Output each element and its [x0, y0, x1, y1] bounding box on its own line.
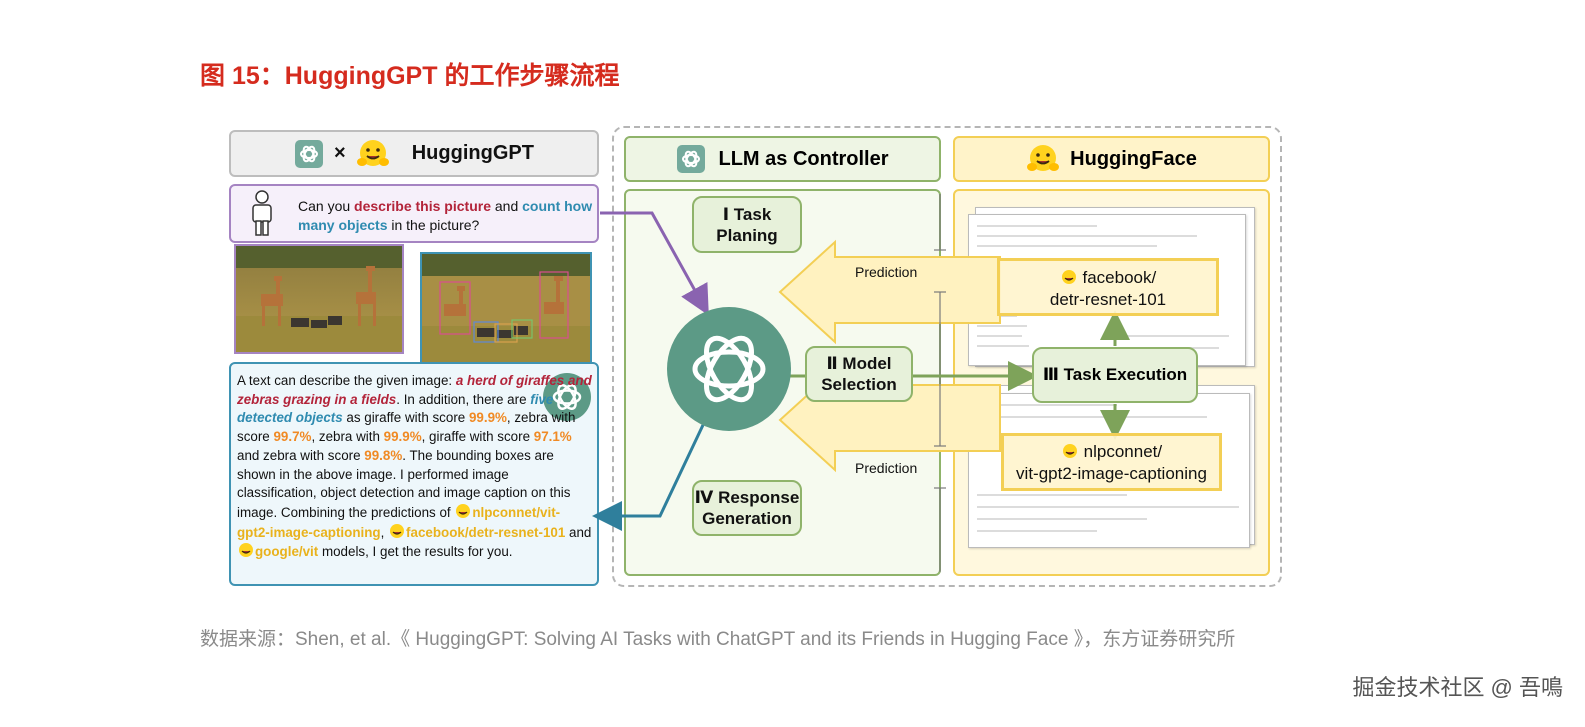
hugging-face-emoji-icon	[1061, 443, 1079, 459]
step-model-selection: Ⅱ Model Selection	[805, 346, 913, 402]
step-response-generation: Ⅳ Response Generation	[692, 480, 802, 536]
model-card-vit-gpt2: nlpconnet/ vit-gpt2-image-captioning	[1001, 433, 1222, 491]
hugging-face-emoji-icon	[1060, 269, 1078, 285]
prediction-label-top: Prediction	[855, 264, 917, 280]
step-task-planning: Ⅰ Task Planing	[692, 196, 802, 253]
prediction-arrow-top	[780, 242, 1000, 342]
prediction-label-bottom: Prediction	[855, 460, 917, 476]
watermark: 掘金技术社区 @ 吾鳴	[1352, 670, 1563, 702]
query-arrow	[600, 213, 703, 305]
model-card-detr: facebook/ detr-resnet-101	[997, 258, 1219, 316]
response-arrow	[604, 425, 703, 516]
source-note: 数据来源：Shen, et al.《 HuggingGPT: Solving A…	[200, 624, 1310, 656]
step-task-execution: Ⅲ Task Execution	[1032, 347, 1198, 403]
openai-controller-logo-icon	[667, 307, 791, 431]
